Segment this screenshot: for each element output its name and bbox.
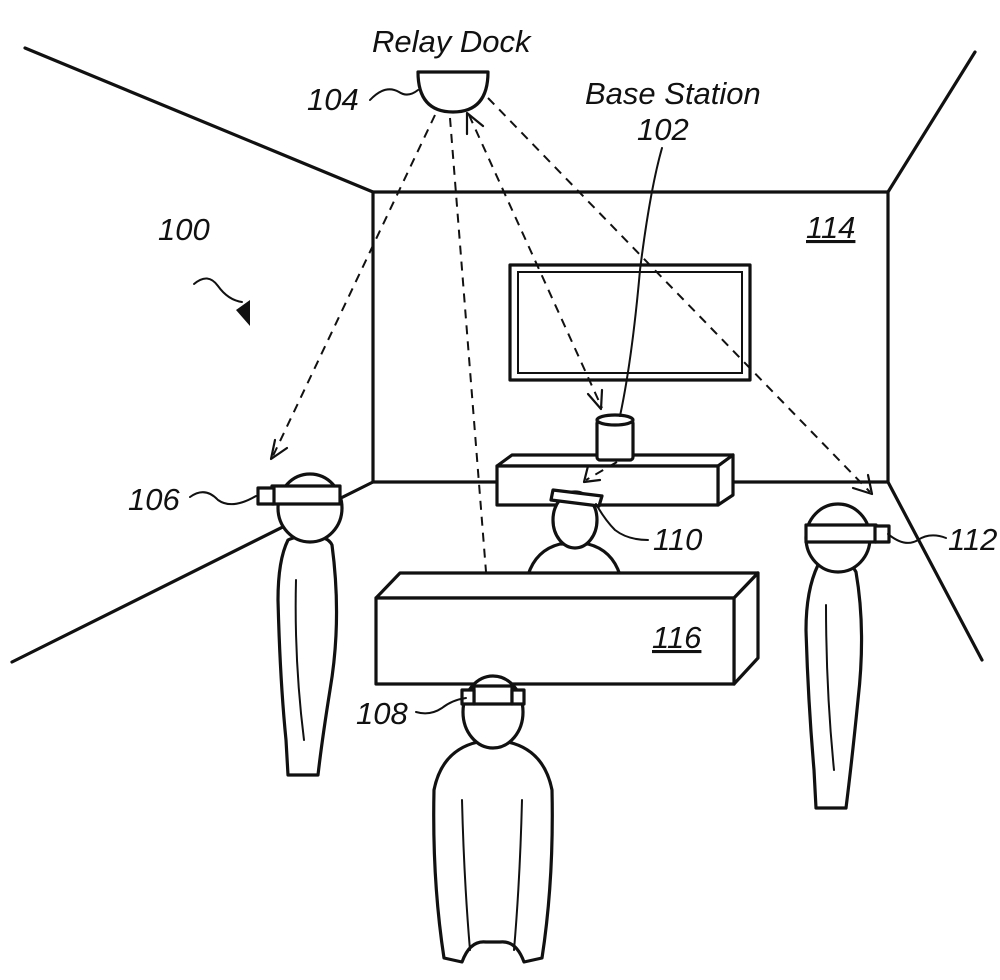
leader-lines — [189, 88, 947, 715]
leader-102 — [619, 147, 663, 417]
leader-108 — [415, 697, 467, 715]
arrowhead-112 — [851, 473, 874, 496]
user-106 — [256, 472, 344, 777]
console-shelf — [495, 453, 735, 507]
ceiling-edge-right — [886, 50, 977, 194]
base-station-ref: 102 — [637, 112, 689, 147]
arrowhead-106 — [269, 438, 289, 461]
floor-edge-right — [886, 480, 984, 662]
arrowhead-base-station — [586, 388, 604, 411]
signal-to-base-station — [468, 114, 603, 409]
leader-104 — [369, 88, 419, 101]
user-112-ref: 112 — [948, 522, 997, 557]
arrowhead-110 — [582, 464, 602, 484]
wall-display — [508, 263, 752, 382]
base-station-label: Base Station — [585, 76, 761, 111]
relay-dock-label: Relay Dock — [372, 24, 532, 59]
signal-base-to-110 — [585, 461, 618, 481]
back-wall-ref: 114 — [806, 210, 855, 245]
table — [374, 571, 760, 686]
user-108 — [432, 674, 554, 964]
figure-number: 100 — [158, 212, 210, 247]
user-112 — [804, 502, 891, 810]
leader-106 — [189, 491, 257, 506]
signal-to-108 — [449, 117, 494, 661]
leader-110 — [595, 503, 649, 541]
signal-to-112 — [487, 97, 871, 493]
leader-100 — [193, 277, 243, 303]
leader-112 — [887, 533, 947, 544]
labels: Relay Dock 104 Base Station 102 100 114 … — [128, 24, 997, 731]
ceiling-edge-left — [23, 46, 375, 194]
signal-to-106 — [271, 114, 436, 459]
user-110 — [526, 488, 622, 577]
base-station-device — [595, 413, 635, 462]
user-110-ref: 110 — [653, 522, 702, 557]
user-106-ref: 106 — [128, 482, 180, 517]
figure-pointer-arrow — [236, 300, 250, 326]
user-108-ref: 108 — [356, 696, 408, 731]
arrowhead-relay-dock — [465, 111, 485, 136]
relay-dock-ref: 104 — [307, 82, 359, 117]
relay-dock-device — [416, 70, 490, 114]
table-ref: 116 — [652, 620, 702, 655]
